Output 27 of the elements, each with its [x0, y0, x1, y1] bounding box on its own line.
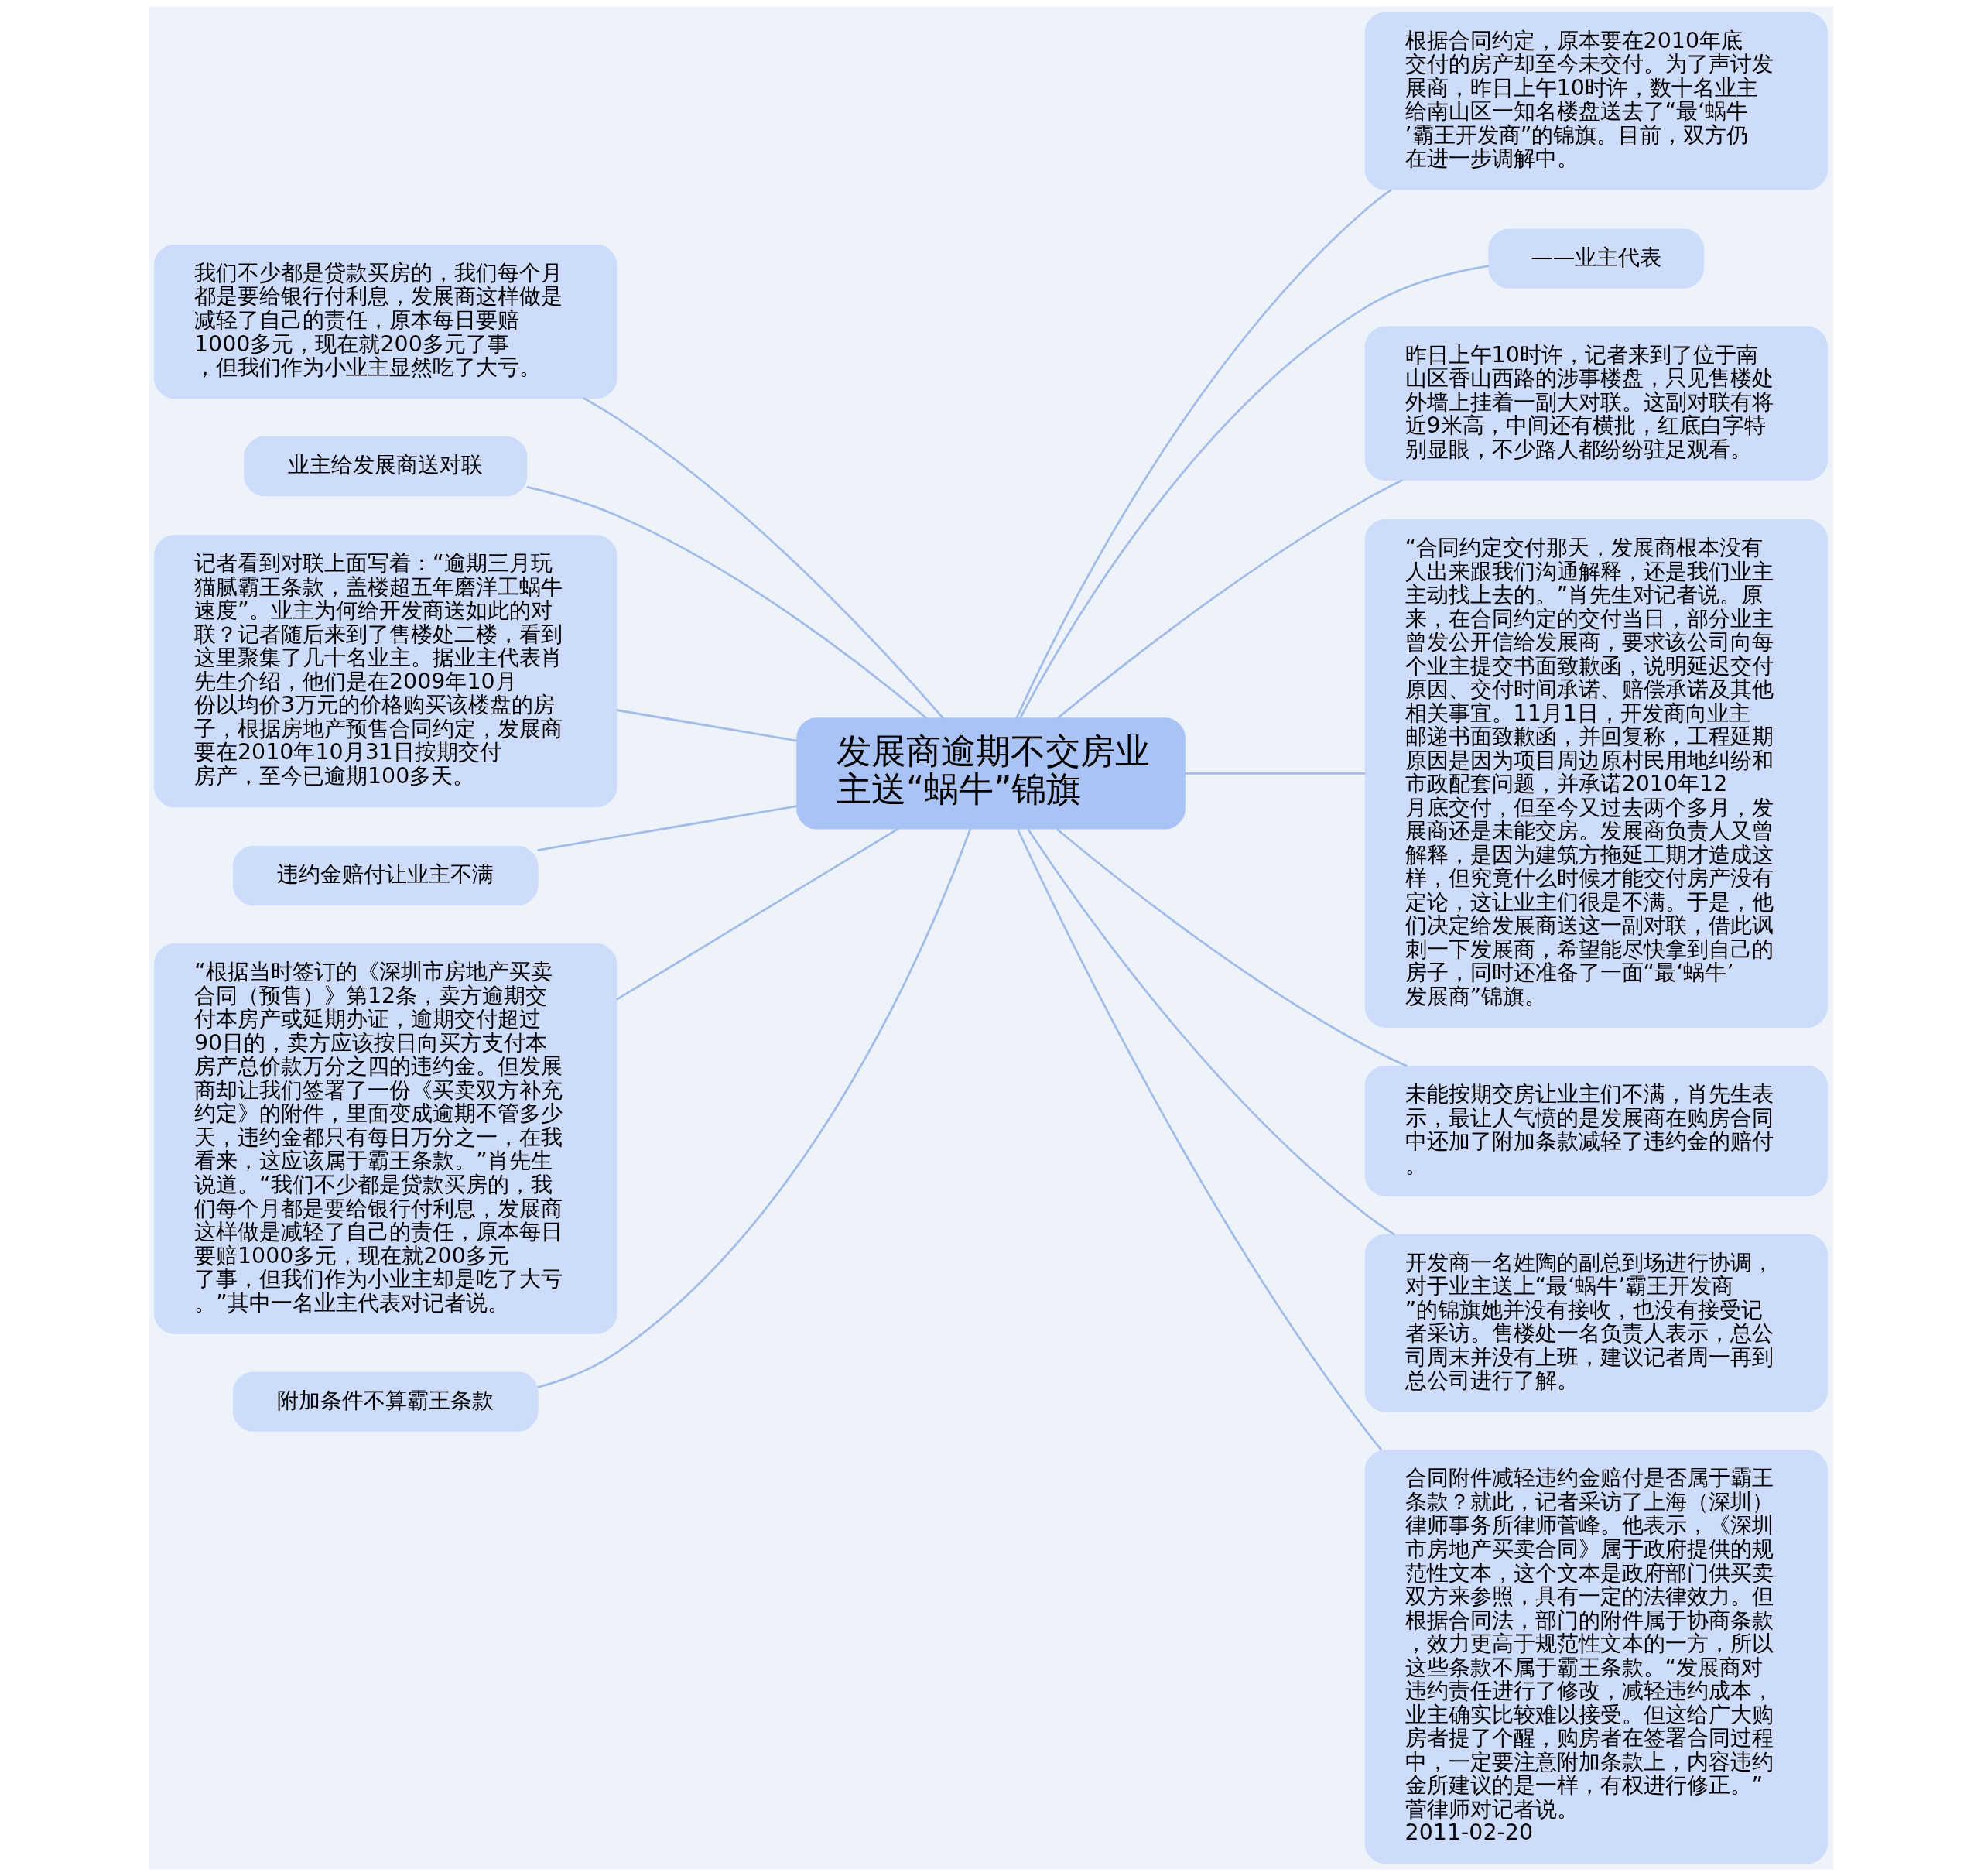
node-box: “根据当时签订的《深圳市房地产买卖合同（预售）》第12条，卖方逾期交付本房产或延期办证，逾期交付超过90日的，卖方应该按日向买方支付本房产总价款万分之四的违约金。但发展商却让我们签署了一份《买卖双方补充约定》的附件，里面变成逾期不管多少天，违约金都只有每日万分之一，在我看来，这应该属于霸王条款。”肖先生说道。“我们不少都是贷款买房的，我们每个月都是要给银行付利息，发展商这样做是减轻了自己的责任，原本每日要赔1000多元，现在就200多元了事，但我们作为小业主却是吃了大亏。”其中一名业主代表对记者说。 — [153, 943, 617, 1334]
node-box: “合同约定交付那天，发展商根本没有人出来跟我们沟通解释，还是我们业主主动找上去的。”肖先生对记者说。原来，在合同约定的交付当日，部分业主曾发公开信给发展商，要求该公司向每个业主提交书面致歉函，说明延迟交付原因、交付时间承诺、赔偿承诺及其他相关事宜。11月1日，开发商向业主邮递书面致歉函，并回复称，工程延期原因是因为项目周边原村民用地纠纷和市政配套问题，并承诺2010年12月底交付，但至今又过去两个多月，发展商还是未能交房。发展商负责人又曾解释，是因为建筑方拖延工期才造成这样，但究竟什么时候才能交付房产没有定论，这让业主们很是不满。于是，他们决定给发展商送这一副对联，借此讽刺一下发展商，希望能尽快拿到自己的房子，同时还准备了一面“最‘蜗牛’发展商”锦旗。 — [1364, 519, 1828, 1028]
node-box: 昨日上午10时许，记者来到了位于南山区香山西路的涉事楼盘，只见售楼处外墙上挂着一副大对联。这副对联有将近9米高，中间还有横批，红底白字特别显眼，不少路人都纷纷驻足观看。 — [1364, 326, 1828, 481]
connector — [525, 485, 927, 720]
node-box: 业主给发展商送对联 — [243, 436, 527, 497]
node-box: 我们不少都是贷款买房的，我们每个月都是要给银行付利息，发展商这样做是减轻了自己的责任，原本每日要赔1000多元，现在就200多元了事，但我们作为小业主显然吃了大亏。 — [153, 244, 617, 399]
connector — [1056, 478, 1403, 719]
node-box: ——业主代表 — [1487, 228, 1704, 289]
connector — [615, 709, 797, 742]
node-box: 违约金赔付让业主不满 — [232, 845, 539, 906]
connector — [1014, 188, 1392, 719]
node-box: 未能按期交房让业主们不满，肖先生表示，最让人气愤的是发展商在购房合同中还加了附加条款减轻了违约金的赔付。 — [1364, 1065, 1828, 1196]
connector — [1026, 828, 1395, 1236]
node-box: 根据合同约定，原本要在2010年底交付的房产却至今未交付。为了声讨发展商，昨日上午10时许，数十名业主给南山区一知名楼盘送去了“最‘蜗牛’霸王开发商”的锦旗。目前，双方仍在进一步调解中。 — [1364, 12, 1828, 190]
node-box: 附加条件不算霸王条款 — [232, 1371, 539, 1432]
connector — [536, 828, 971, 1388]
connector — [1018, 265, 1489, 719]
node-box: 合同附件减轻违约金赔付是否属于霸王条款？就此，记者采访了上海（深圳）律师事务所律师菅峰。他表示，《深圳市房地产买卖合同》属于政府提供的规范性文本，这个文本是政府部门供买卖双方来参照，具有一定的法律效力。但根据合同法，部门的附件属于协商条款，效力更高于规范性文本的一方，所以这些条款不属于霸王条款。“发展商对违约责任进行了修改，减轻违约成本，业主确实比较难以接受。但这给广大购房者提了个醒，购房者在签署合同过程中，一定要注意附加条款上，内容违约金所建议的是一样，有权进行修正。”菅律师对记者说。2011-02-20 — [1364, 1450, 1828, 1864]
connector — [582, 397, 944, 719]
connector — [1016, 828, 1382, 1451]
connector — [536, 805, 797, 851]
connector — [1184, 772, 1365, 775]
connector — [1056, 828, 1408, 1067]
node-box: 记者看到对联上面写着：“逾期三月玩猫腻霸王条款，盖楼超五年磨洋工蜗牛速度”。业主为何给开发商送如此的对联？记者随后来到了售楼处二楼，看到这里聚集了几十名业主。据业主代表肖先生介绍，他们是在2009年10月份以均价3万元的价格购买该楼盘的房子，根据房地产预售合同约定，发展商要在2010年10月31日按期交付房产，至今已逾期100多天。 — [153, 535, 617, 808]
node-box: 开发商一名姓陶的副总到场进行协调，对于业主送上“最‘蜗牛’霸王开发商”的锦旗她并没有接收，也没有接受记者采访。售楼处一名负责人表示，总公司周末并没有上班，建议记者周一再到总公司进行了解。 — [1364, 1234, 1828, 1412]
node-box: 发展商逾期不交房业主送“蜗牛”锦旗 — [795, 717, 1186, 830]
connector — [615, 827, 898, 1001]
